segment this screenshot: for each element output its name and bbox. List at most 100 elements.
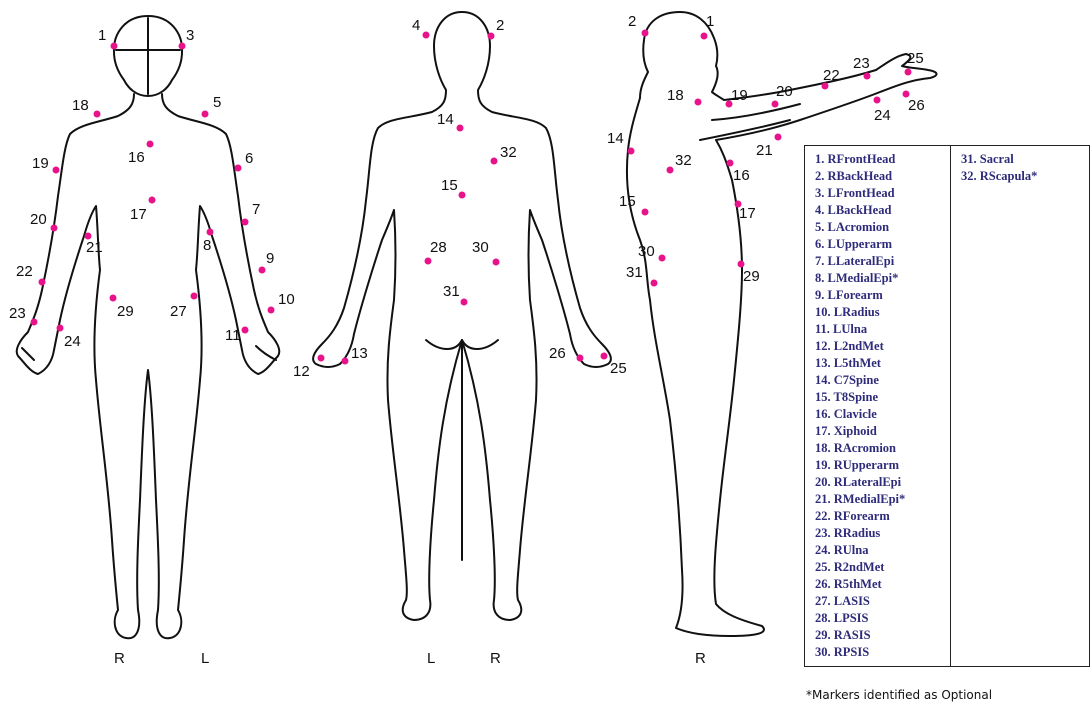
front-left-label: L bbox=[201, 650, 209, 667]
marker-number-16: 16 bbox=[128, 149, 145, 166]
marker-number-14: 14 bbox=[437, 111, 454, 128]
legend-item-17: 17. Xiphoid bbox=[815, 423, 950, 440]
legend-item-29: 29. RASIS bbox=[815, 627, 950, 644]
marker-number-22: 22 bbox=[16, 263, 33, 280]
marker-dot-16 bbox=[727, 160, 734, 167]
marker-number-17: 17 bbox=[739, 205, 756, 222]
marker-dot-2 bbox=[488, 33, 495, 40]
marker-dot-32 bbox=[491, 158, 498, 165]
marker-number-23: 23 bbox=[853, 55, 870, 72]
marker-dot-8 bbox=[207, 229, 214, 236]
front-right-label: R bbox=[114, 650, 125, 667]
marker-number-12: 12 bbox=[293, 363, 310, 380]
legend-item-24: 24. RUlna bbox=[815, 542, 950, 559]
marker-dot-27 bbox=[191, 293, 198, 300]
legend-item-13: 13. L5thMet bbox=[815, 355, 950, 372]
legend-item-8: 8. LMedialEpi* bbox=[815, 270, 950, 287]
marker-dot-24 bbox=[57, 325, 64, 332]
legend-item-19: 19. RUpperarm bbox=[815, 457, 950, 474]
marker-number-32: 32 bbox=[675, 152, 692, 169]
marker-number-15: 15 bbox=[441, 177, 458, 194]
marker-number-14: 14 bbox=[607, 130, 624, 147]
marker-number-7: 7 bbox=[252, 201, 260, 218]
marker-dot-15 bbox=[642, 209, 649, 216]
marker-number-17: 17 bbox=[130, 206, 147, 223]
marker-number-15: 15 bbox=[619, 193, 636, 210]
marker-number-19: 19 bbox=[731, 87, 748, 104]
marker-dot-15 bbox=[459, 192, 466, 199]
legend-item-30: 30. RPSIS bbox=[815, 644, 950, 661]
back-right-label: R bbox=[490, 650, 501, 667]
marker-number-30: 30 bbox=[472, 239, 489, 256]
legend-item-21: 21. RMedialEpi* bbox=[815, 491, 950, 508]
marker-dot-29 bbox=[738, 261, 745, 268]
marker-dot-22 bbox=[39, 279, 46, 286]
marker-number-4: 4 bbox=[412, 17, 420, 34]
marker-number-3: 3 bbox=[186, 27, 194, 44]
marker-dot-18 bbox=[94, 111, 101, 118]
marker-number-19: 19 bbox=[32, 155, 49, 172]
marker-number-24: 24 bbox=[64, 333, 81, 350]
legend-item-3: 3. LFrontHead bbox=[815, 185, 950, 202]
back-view bbox=[313, 12, 611, 620]
marker-dot-30 bbox=[493, 259, 500, 266]
marker-number-21: 21 bbox=[756, 142, 773, 159]
legend-item-26: 26. R5thMet bbox=[815, 576, 950, 593]
legend-item-10: 10. LRadius bbox=[815, 304, 950, 321]
marker-dot-20 bbox=[51, 225, 58, 232]
marker-dot-1 bbox=[111, 43, 118, 50]
legend-item-2: 2. RBackHead bbox=[815, 168, 950, 185]
marker-dot-26 bbox=[577, 355, 584, 362]
marker-number-21: 21 bbox=[86, 239, 103, 256]
marker-dot-29 bbox=[110, 295, 117, 302]
marker-number-13: 13 bbox=[351, 345, 368, 362]
marker-dot-14 bbox=[628, 148, 635, 155]
marker-number-24: 24 bbox=[874, 107, 891, 124]
marker-dot-25 bbox=[905, 69, 912, 76]
marker-dot-18 bbox=[695, 99, 702, 106]
marker-number-27: 27 bbox=[170, 303, 187, 320]
marker-dot-31 bbox=[651, 280, 658, 287]
legend-item-22: 22. RForearm bbox=[815, 508, 950, 525]
marker-number-31: 31 bbox=[443, 283, 460, 300]
marker-dot-12 bbox=[318, 355, 325, 362]
marker-legend: 1. RFrontHead2. RBackHead3. LFrontHead4.… bbox=[804, 145, 1090, 667]
marker-dot-7 bbox=[242, 219, 249, 226]
marker-number-25: 25 bbox=[907, 50, 924, 67]
legend-item-25: 25. R2ndMet bbox=[815, 559, 950, 576]
marker-number-5: 5 bbox=[213, 94, 221, 111]
marker-number-1: 1 bbox=[706, 13, 714, 30]
marker-number-31: 31 bbox=[626, 264, 643, 281]
marker-number-26: 26 bbox=[908, 97, 925, 114]
legend-item-6: 6. LUpperarm bbox=[815, 236, 950, 253]
legend-item-16: 16. Clavicle bbox=[815, 406, 950, 423]
legend-item-18: 18. RAcromion bbox=[815, 440, 950, 457]
marker-dot-21 bbox=[775, 134, 782, 141]
legend-item-14: 14. C7Spine bbox=[815, 372, 950, 389]
optional-markers-note: *Markers identified as Optional bbox=[806, 688, 992, 702]
marker-number-23: 23 bbox=[9, 305, 26, 322]
marker-dot-4 bbox=[423, 32, 430, 39]
marker-number-29: 29 bbox=[117, 303, 134, 320]
marker-dot-28 bbox=[425, 258, 432, 265]
marker-number-29: 29 bbox=[743, 268, 760, 285]
back-left-label: L bbox=[427, 650, 435, 667]
marker-dot-30 bbox=[659, 255, 666, 262]
marker-number-2: 2 bbox=[496, 17, 504, 34]
legend-item-32: 32. RScapula* bbox=[961, 168, 1089, 185]
legend-item-12: 12. L2ndMet bbox=[815, 338, 950, 355]
legend-item-5: 5. LAcromion bbox=[815, 219, 950, 236]
marker-dot-2 bbox=[642, 30, 649, 37]
marker-number-32: 32 bbox=[500, 144, 517, 161]
marker-dot-5 bbox=[202, 111, 209, 118]
marker-number-20: 20 bbox=[30, 211, 47, 228]
legend-item-9: 9. LForearm bbox=[815, 287, 950, 304]
marker-dot-32 bbox=[667, 167, 674, 174]
marker-number-18: 18 bbox=[72, 97, 89, 114]
legend-item-11: 11. LUlna bbox=[815, 321, 950, 338]
side-right-label: R bbox=[695, 650, 706, 667]
marker-number-10: 10 bbox=[278, 291, 295, 308]
marker-dot-16 bbox=[147, 141, 154, 148]
